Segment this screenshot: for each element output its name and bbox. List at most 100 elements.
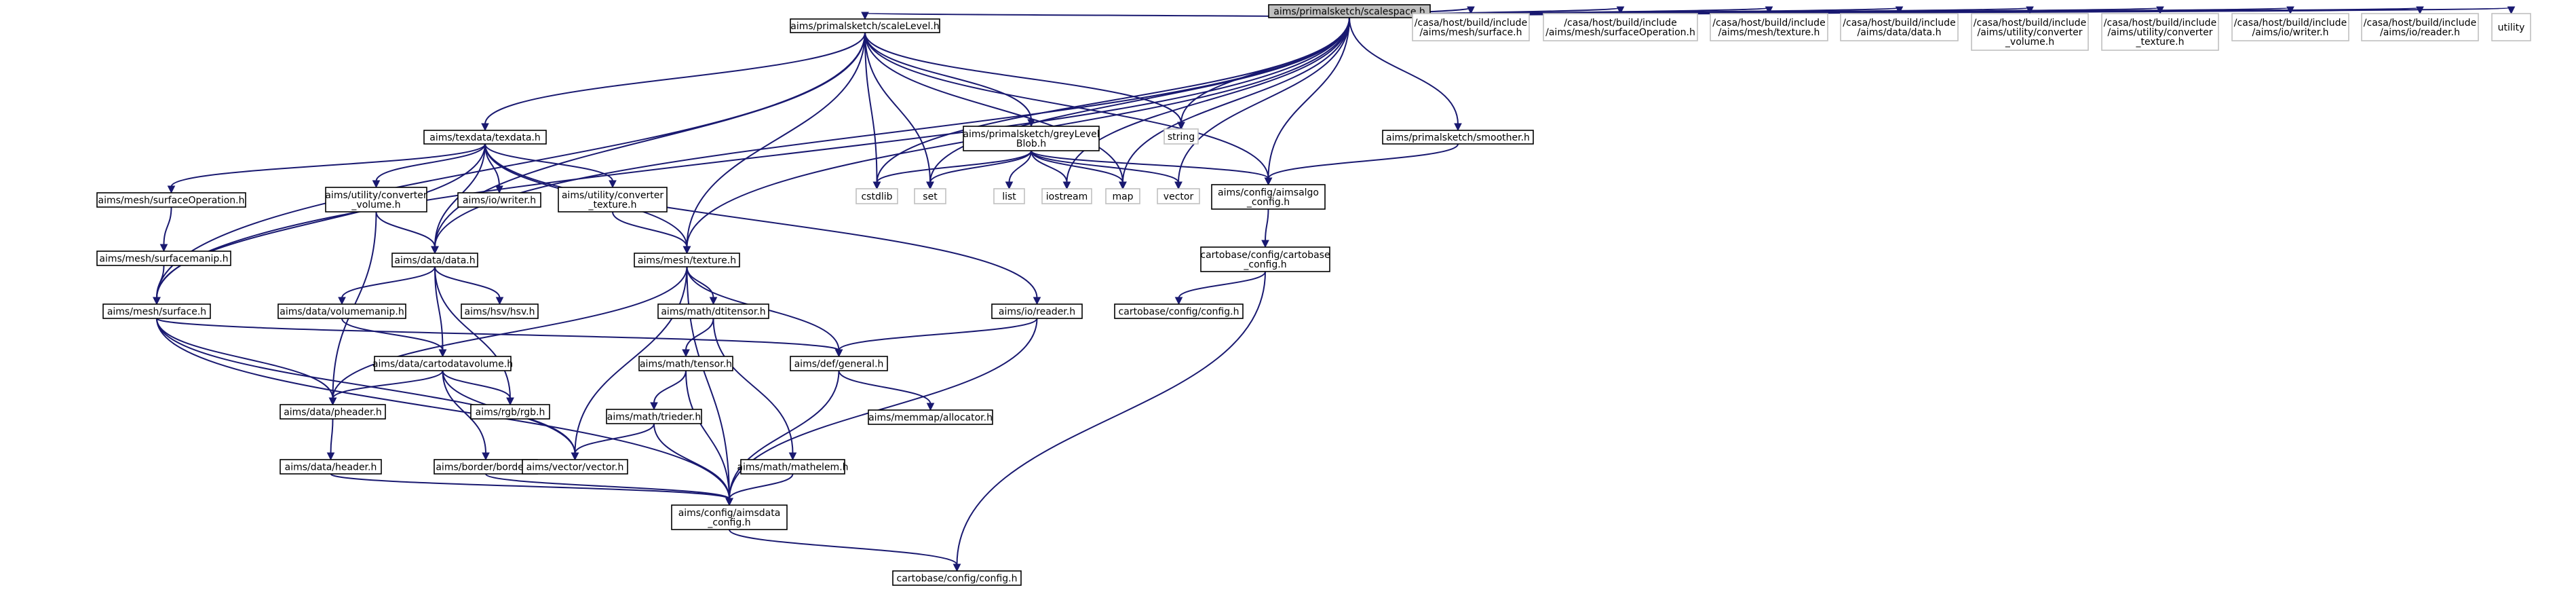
- node-vector[interactable]: vector: [1157, 188, 1200, 204]
- node-set[interactable]: set: [914, 188, 946, 204]
- node-rgb[interactable]: aims/rgb/rgb.h: [470, 404, 550, 420]
- node-aimsdata-config[interactable]: aims/config/aimsdata_config.h: [671, 504, 788, 530]
- node-label-line: vector: [1164, 191, 1194, 202]
- node-def-general[interactable]: aims/def/general.h: [790, 356, 888, 371]
- node-label-line: /aims/data/data.h: [1858, 27, 1942, 38]
- edge-scaleLevel-to-texdata: [481, 32, 866, 132]
- node-label-line: aims/border/border.h: [436, 462, 535, 473]
- node-cartobase-config-1[interactable]: cartobase/config/config.h: [1114, 303, 1244, 319]
- edge-line: [1180, 17, 1350, 124]
- edge-line: [929, 150, 1032, 183]
- edge-line: [484, 143, 1038, 299]
- edge-arrowhead: [788, 452, 797, 461]
- node-cartobase-cfg[interactable]: cartobase/config/cartobase_config.h: [1200, 246, 1330, 272]
- node-hsv[interactable]: aims/hsv/hsv.h: [461, 303, 539, 319]
- node-root[interactable]: aims/primalsketch/scalespace.h: [1268, 4, 1431, 18]
- node-mathelem[interactable]: aims/math/mathelem.h: [737, 459, 849, 475]
- edge-arrowhead: [1467, 6, 1475, 15]
- edge-arrowhead: [2507, 6, 2516, 15]
- edge-line: [729, 473, 794, 500]
- node-casa-writer[interactable]: /casa/host/build/include/aims/io/writer.…: [2231, 13, 2349, 41]
- edge-line: [876, 17, 1350, 183]
- node-box: [868, 409, 993, 425]
- node-label-line: aims/data/cartodatavolume.h: [372, 359, 513, 370]
- node-io-reader[interactable]: aims/io/reader.h: [991, 303, 1083, 319]
- edge-line: [864, 32, 1269, 179]
- node-io-writer[interactable]: aims/io/writer.h: [457, 192, 541, 208]
- node-dtitensor[interactable]: aims/math/dtitensor.h: [657, 303, 769, 319]
- edge-io_reader-to-def_general: [834, 318, 1038, 358]
- node-cartodatavolume[interactable]: aims/data/cartodatavolume.h: [372, 356, 513, 371]
- edge-smoother-to-aimsalgo_config: [1264, 143, 1459, 186]
- node-data-data[interactable]: aims/data/data.h: [391, 253, 478, 267]
- node-smoother[interactable]: aims/primalsketch/smoother.h: [1382, 130, 1534, 145]
- node-aimsalgo-config[interactable]: aims/config/aimsalgo_config.h: [1211, 184, 1326, 210]
- node-label-line: cstdlib: [861, 191, 892, 202]
- node-box: [1200, 246, 1330, 272]
- node-surfaceOperation[interactable]: aims/mesh/surfaceOperation.h: [96, 192, 246, 208]
- node-cartobase-config-2[interactable]: cartobase/config/config.h: [892, 570, 1022, 586]
- node-label-line: string: [1168, 132, 1195, 143]
- node-converter-texture[interactable]: aims/utility/converter_texture.h: [558, 187, 668, 212]
- node-utility[interactable]: utility: [2491, 13, 2531, 41]
- edge-line: [1267, 143, 1459, 179]
- node-box: [790, 356, 888, 371]
- node-volumemanip[interactable]: aims/data/volumemanip.h: [277, 303, 406, 319]
- node-data-header[interactable]: aims/data/header.h: [280, 459, 382, 475]
- node-label-line: _texture.h: [2136, 37, 2185, 48]
- node-mesh-surface[interactable]: aims/mesh/surface.h: [102, 303, 211, 319]
- edge-arrowhead: [506, 397, 514, 406]
- edge-line: [1031, 150, 1123, 183]
- edge-line: [1267, 17, 1350, 179]
- edge-line: [929, 17, 1350, 183]
- edge-line: [685, 370, 730, 500]
- node-box: [2361, 13, 2479, 41]
- node-casa-texture[interactable]: /casa/host/build/include/aims/mesh/textu…: [1710, 13, 1828, 41]
- edge-line: [156, 318, 576, 454]
- node-map[interactable]: map: [1105, 188, 1140, 204]
- node-label-line: aims/mesh/surfacemanip.h: [99, 254, 228, 265]
- node-box: [991, 303, 1083, 319]
- node-box: [1543, 13, 1698, 41]
- node-string[interactable]: string: [1164, 128, 1199, 145]
- node-mesh-texture[interactable]: aims/mesh/texture.h: [634, 253, 740, 267]
- node-vector-h[interactable]: aims/vector/vector.h: [522, 459, 628, 475]
- edge-arrowhead: [438, 349, 447, 358]
- edge-arrowhead: [1033, 297, 1041, 306]
- node-casa-surfaceOp[interactable]: /casa/host/build/include/aims/mesh/surfa…: [1543, 13, 1698, 41]
- node-box: [280, 459, 382, 475]
- edge-scaleLevel-to-string: [864, 32, 1185, 130]
- edge-line: [1349, 17, 1459, 125]
- node-cstdlib[interactable]: cstdlib: [856, 188, 898, 204]
- node-box: [634, 253, 740, 267]
- node-texdata[interactable]: aims/texdata/texdata.h: [423, 130, 547, 145]
- edge-mesh_surface-to-pheader: [156, 318, 337, 406]
- edge-line: [1066, 17, 1350, 183]
- node-casa-surface[interactable]: /casa/host/build/include/aims/mesh/surfa…: [1412, 13, 1530, 41]
- node-scaleLevel[interactable]: aims/primalsketch/scaleLevel.h: [790, 18, 940, 33]
- edge-line: [712, 318, 794, 454]
- node-box: [671, 504, 788, 530]
- edge-data_data-to-hsv: [434, 266, 504, 306]
- node-converter-volume[interactable]: aims/utility/converter_volume.h: [325, 187, 427, 212]
- node-list[interactable]: list: [993, 188, 1025, 204]
- node-label-line: aims/primalsketch/scalespace.h: [1273, 7, 1425, 18]
- node-iostream[interactable]: iostream: [1041, 188, 1092, 204]
- node-surfacemanip[interactable]: aims/mesh/surfacemanip.h: [96, 251, 231, 266]
- node-math-tensor[interactable]: aims/math/tensor.h: [638, 356, 733, 371]
- node-casa-data[interactable]: /casa/host/build/include/aims/data/data.…: [1840, 13, 1959, 41]
- node-border[interactable]: aims/border/border.h: [434, 459, 538, 475]
- node-box: [470, 404, 550, 420]
- edge-arrowhead: [872, 181, 881, 190]
- edge-line: [156, 318, 730, 500]
- edge-root-to-aimsalgo_config: [1264, 17, 1350, 186]
- node-casa-conv-vol[interactable]: /casa/host/build/include/aims/utility/co…: [1971, 13, 2089, 51]
- node-allocator[interactable]: aims/memmap/allocator.h: [868, 409, 993, 425]
- edge-line: [876, 150, 1032, 183]
- node-casa-conv-tex[interactable]: /casa/host/build/include/aims/utility/co…: [2101, 13, 2219, 51]
- node-trieder[interactable]: aims/math/trieder.h: [606, 409, 702, 424]
- node-casa-reader[interactable]: /casa/host/build/include/aims/io/reader.…: [2361, 13, 2479, 41]
- node-box: [790, 18, 940, 33]
- node-pheader[interactable]: aims/data/pheader.h: [280, 404, 386, 420]
